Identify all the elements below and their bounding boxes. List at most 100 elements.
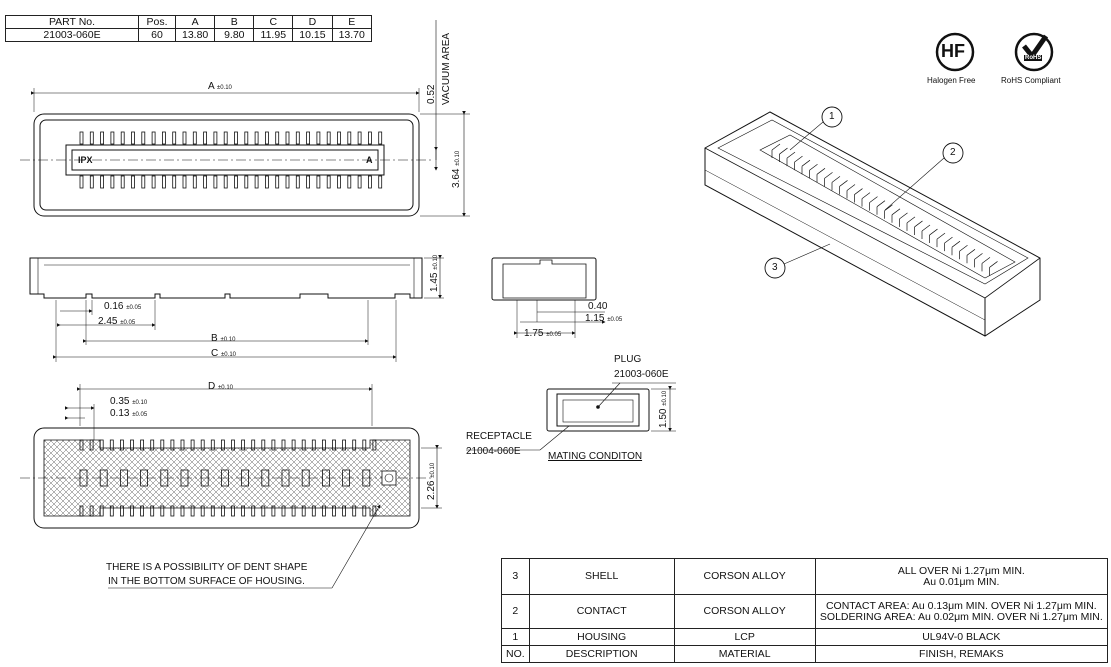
contact-pin	[151, 131, 156, 145]
contact-pin	[244, 175, 249, 189]
halogen-free-label: Halogen Free	[927, 76, 976, 85]
contact-pin	[223, 131, 228, 145]
mating-height-value: 1.50	[658, 408, 669, 428]
dim-245-tolerance: ±0.05	[120, 320, 136, 326]
dim-115-tolerance: ±0.05	[607, 317, 623, 323]
contact-pin	[337, 131, 341, 145]
contact-pin	[241, 505, 246, 517]
mating-view	[466, 382, 676, 451]
part-table-cell: 9.80	[214, 28, 255, 42]
iso-contact-pin	[869, 196, 878, 203]
contact-pin	[99, 505, 104, 517]
contact-pin	[140, 439, 145, 451]
dim-c-label: C ±0.10	[211, 348, 236, 359]
iso-contact-pin	[959, 244, 968, 252]
contact-pin	[244, 131, 249, 145]
contact-pin	[131, 175, 135, 189]
iso-contact-pin	[786, 151, 796, 159]
contact-pin	[170, 439, 175, 451]
dim-c-value: C	[211, 348, 219, 359]
contact-pin	[271, 439, 276, 451]
contact-pin	[141, 175, 146, 189]
material-header-row: NO. DESCRIPTION MATERIAL FINISH, REMAKS	[501, 645, 1109, 663]
material-desc: HOUSING	[528, 628, 675, 646]
contact-pin	[213, 131, 218, 145]
iso-contact-pin	[936, 232, 946, 240]
iso-contact-pin	[839, 180, 848, 187]
solder-pad	[120, 469, 128, 487]
contact-pin	[254, 175, 259, 189]
contact-pin	[291, 505, 296, 517]
contact-pin	[367, 175, 372, 189]
bottom-height-value: 2.26	[426, 480, 437, 500]
plug-label: PLUG	[614, 354, 642, 365]
contact-pin	[109, 505, 114, 517]
iso-contact-pin	[974, 253, 983, 260]
iso-contact-pin	[966, 249, 976, 256]
contact-pin	[141, 131, 146, 145]
contact-pin	[131, 131, 135, 145]
contact-pin	[110, 175, 115, 189]
part-table-cell: 13.70	[331, 28, 372, 42]
iso-contact-pin	[854, 188, 863, 195]
dim-175-tolerance: ±0.05	[546, 332, 562, 338]
material-no: 2	[501, 594, 530, 629]
rohs-symbol: RoHS	[1024, 55, 1043, 61]
contact-pin	[120, 439, 124, 451]
contact-pin	[160, 439, 165, 451]
contact-pin	[203, 175, 208, 189]
contact-pin	[316, 175, 321, 189]
dim-035-tolerance: ±0.10	[132, 400, 148, 406]
contact-pin	[210, 439, 215, 451]
dim-035-label: 0.35 ±0.10	[110, 396, 147, 407]
contact-pin	[337, 175, 341, 189]
contact-pin	[372, 505, 377, 517]
material-name: CORSON ALLOY	[673, 558, 816, 595]
finish-line: Au 0.01μm MIN.	[923, 575, 1000, 588]
contact-pin	[261, 505, 266, 517]
dim-a-value: A	[208, 81, 215, 92]
dim-245-value: 2.45	[98, 316, 118, 327]
iso-contact-pin	[944, 236, 953, 244]
contact-pin	[109, 439, 114, 451]
part-number-table: PART No. Pos. A B C D E 21003-060E 60 13…	[5, 15, 372, 42]
rohs-label: RoHS Compliant	[1001, 76, 1061, 85]
contact-pin	[170, 505, 175, 517]
iso-contact-pin	[899, 212, 908, 220]
callout-number: 3	[772, 262, 778, 273]
pin-a-mark: A	[366, 155, 373, 165]
contact-pin	[306, 175, 311, 189]
rohs-badge	[1014, 32, 1054, 72]
contact-pin	[281, 439, 286, 451]
dim-b-label: B ±0.10	[211, 333, 235, 344]
contact-pin	[342, 505, 347, 517]
dim-013-tolerance: ±0.05	[132, 412, 148, 418]
part-table-row: 21003-060E 60 13.80 9.80 11.95 10.15 13.…	[5, 28, 372, 42]
material-finish: CONTACT AREA: Au 0.13μm MIN. OVER Ni 1.2…	[814, 594, 1109, 629]
contact-pin	[254, 131, 259, 145]
contact-pin	[357, 131, 362, 145]
solder-pad	[220, 469, 229, 487]
dim-c-tolerance: ±0.10	[221, 352, 236, 358]
contact-pin	[89, 505, 94, 517]
contact-pin	[321, 439, 326, 451]
material-header-material: MATERIAL	[673, 645, 816, 663]
solder-pad	[160, 469, 169, 487]
dim-115-value: 1.15	[585, 313, 605, 324]
contact-pin	[120, 175, 125, 189]
contact-pin	[251, 439, 256, 451]
material-desc: CONTACT	[528, 594, 675, 629]
contact-pin	[120, 505, 124, 517]
iso-contact-pin	[794, 155, 803, 163]
contact-pin	[321, 505, 326, 517]
solder-pad	[301, 469, 310, 487]
iso-contact-pin	[876, 200, 886, 207]
part-table-cell: 10.15	[292, 28, 333, 42]
contact-pin	[241, 439, 246, 451]
contact-pin	[100, 175, 104, 189]
iso-contact-pin	[921, 224, 931, 232]
contact-pin	[234, 131, 238, 145]
contact-pin	[203, 131, 208, 145]
contact-pin	[362, 505, 367, 517]
finish-line: SOLDERING AREA: Au 0.02μm MIN. OVER Ni 1…	[819, 610, 1103, 623]
